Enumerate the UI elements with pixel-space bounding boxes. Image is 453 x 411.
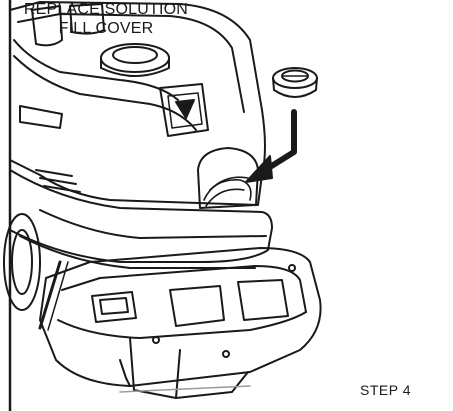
tank-cap	[100, 43, 170, 73]
scrub-deck	[39, 247, 322, 387]
step-label: STEP 4	[360, 382, 411, 398]
body-band	[9, 169, 273, 263]
wheel	[3, 213, 41, 311]
callout-line-2: FILL COVER	[58, 20, 154, 37]
logo-badge	[159, 83, 209, 137]
callout-line-1: REPLACE SOLUTION	[23, 1, 189, 18]
fill-cover-part	[272, 67, 318, 98]
replace-arrow	[259, 109, 297, 175]
callout-label: REPLACE SOLUTION FILL COVER	[0, 0, 212, 38]
